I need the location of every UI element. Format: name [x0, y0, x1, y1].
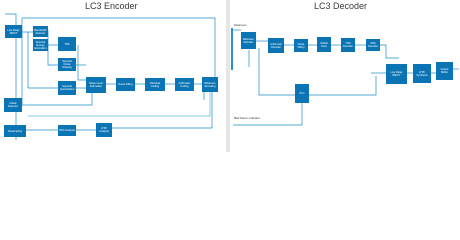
block-spectral-quantization: Spectral Quantization — [58, 81, 76, 95]
bitstream-label: bitstream — [234, 23, 247, 27]
encoder-connectors — [5, 13, 216, 140]
decoder-connector — [309, 76, 377, 96]
block-global-gain: Global Gain — [317, 37, 331, 52]
encoder-connector — [27, 32, 58, 89]
block-attack-detector: Attack Detector — [4, 98, 22, 112]
block-low-delay-mdct: Low Delay MDCT — [5, 25, 22, 38]
block-arithmetic-decoder: Arithmetic Decoder — [268, 38, 284, 53]
block-noise-filling: Noise Filling — [116, 78, 135, 91]
encoder-connector — [28, 90, 211, 117]
block-low-delay-imdct: Low Delay IMDCT — [386, 64, 407, 84]
block-noise-level-estimation: Noise Level Estimation — [86, 77, 106, 93]
block-bandwidth-detector: Bandwidth Detector — [33, 26, 48, 37]
panel-divider — [226, 0, 230, 152]
encoder-connector — [21, 17, 216, 105]
encoder-panel: LC3 Encoder Low Delay MDCT Bandwidth Det… — [0, 0, 225, 152]
decoder-panel: LC3 Decoder bitstream Bad frame indicato… — [231, 0, 460, 152]
block-tns-decoder: TNS Decoder — [341, 38, 355, 52]
block-bitstream-encoding: Bitstream Encoding — [202, 77, 218, 92]
block-tns: TNS — [58, 37, 76, 51]
block-residual-coding: Residual Coding — [145, 78, 165, 91]
bad-frame-indicator-label: Bad frame indicator — [234, 116, 261, 120]
decoder-title: LC3 Decoder — [314, 1, 368, 11]
decoder-bfi-line — [233, 103, 303, 126]
encoder-connector — [77, 45, 86, 81]
block-ltpf-analysis: LTPF Analysis — [96, 123, 112, 137]
encoder-title: LC3 Encoder — [85, 1, 138, 11]
block-bitstream-decoder: Bitstream Decoder — [241, 32, 256, 49]
block-sns-decoder: SNS Decoder — [366, 39, 380, 51]
encoder-connector — [22, 93, 93, 106]
block-spectral-energy-estimation: Spectral Energy Estimation — [33, 39, 48, 51]
block-pitch-analysis: Pitch Analysis — [58, 125, 76, 136]
block-plc: PLC — [295, 84, 309, 103]
decoder-edge-accent — [231, 28, 233, 70]
block-resampling: Resampling — [4, 125, 26, 137]
decoder-connector — [258, 48, 295, 96]
block-arithmetic-coding: Arithmetic Coding — [175, 78, 194, 91]
block-ltpf-synthesis: LTPF Synthesis — [413, 64, 431, 83]
block-output-buffer: Output Buffer — [436, 62, 453, 80]
encoder-connector — [47, 30, 58, 66]
block-noise-filling-decoder: Noise Filling — [294, 39, 308, 52]
decoder-connectors — [233, 29, 459, 126]
encoder-connector — [112, 92, 213, 129]
block-spectral-noise-shaping: Spectral Noise Shaping — [58, 58, 76, 71]
decoder-connector — [380, 44, 399, 59]
